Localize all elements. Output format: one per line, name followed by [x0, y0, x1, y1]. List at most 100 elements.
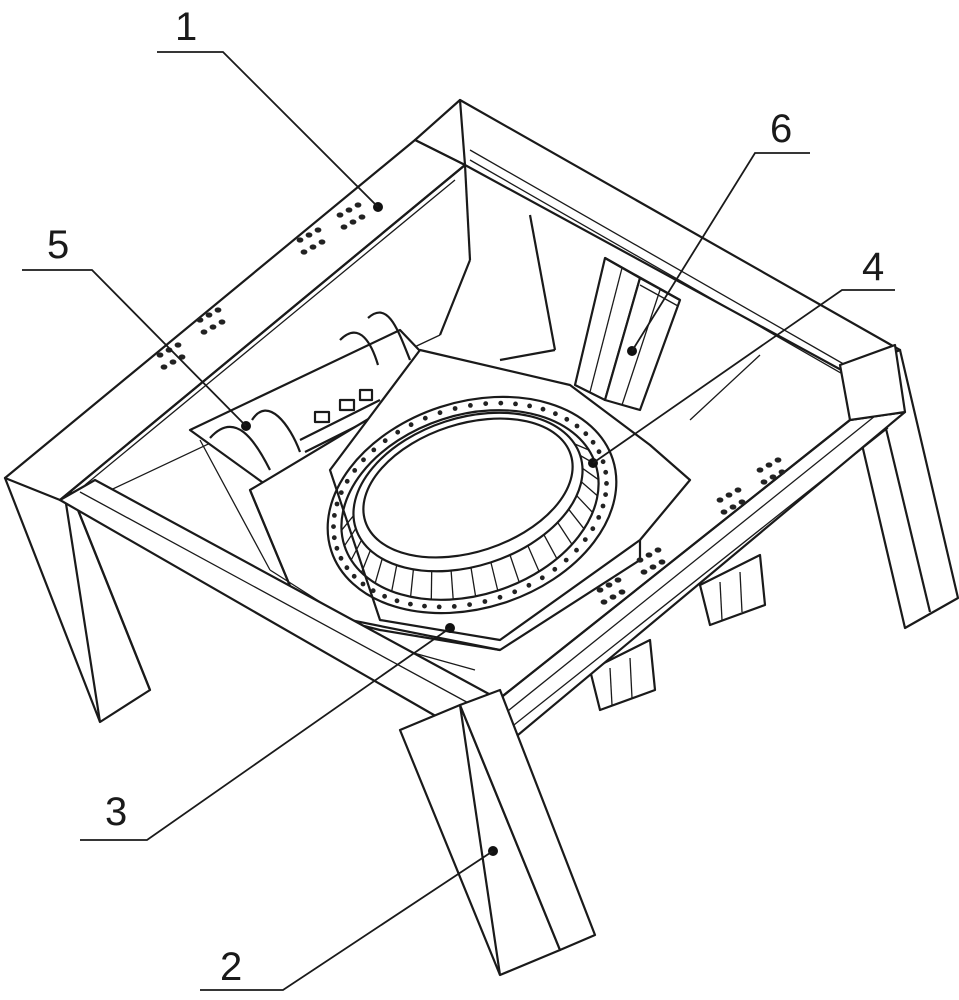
bolt-hole — [334, 545, 340, 551]
front-right-pillar — [838, 343, 907, 422]
bolt-hole — [452, 406, 458, 411]
beam-bolt-hole — [618, 589, 626, 595]
beam-bolt-hole — [734, 487, 742, 493]
bolt-hole — [512, 589, 518, 595]
bolt-hole — [526, 582, 532, 588]
beam-bolt-hole — [309, 244, 317, 250]
bolt-hole — [344, 478, 350, 484]
ring-rib — [374, 558, 383, 584]
front-leg-part-2 — [398, 688, 597, 977]
beam-bolt-hole — [725, 492, 733, 498]
bolt-hole — [497, 594, 503, 600]
beam-bolt-hole — [778, 469, 786, 475]
leader-1 — [157, 51, 379, 208]
beam-bolt-hole — [354, 202, 362, 208]
beam-bolt-hole — [318, 239, 326, 245]
bolt-hole — [483, 401, 489, 406]
beam-bolt-hole — [729, 504, 737, 510]
bearing-bolt-holes — [331, 400, 609, 610]
beam-bolt-hole — [296, 237, 304, 243]
ring-rib — [409, 569, 415, 597]
ring-rib — [557, 522, 573, 545]
beam-bolt-hole — [649, 564, 657, 570]
ring-rib — [527, 545, 540, 572]
bolt-hole — [408, 422, 414, 428]
leader-6 — [631, 152, 810, 352]
bolt-hole — [468, 403, 473, 408]
beam-bolt-hole — [305, 232, 313, 238]
ring-rib — [582, 467, 599, 481]
beam-bolt-hole — [160, 364, 168, 370]
bolt-hole — [338, 490, 344, 495]
bolt-hole — [422, 603, 427, 609]
beam-bolt-hole — [614, 577, 622, 583]
beam-bolt-hole — [169, 359, 177, 365]
bolt-hole — [332, 513, 337, 518]
back-right-beam — [458, 98, 902, 385]
callout-2: 2 — [220, 945, 242, 989]
beam-bolt-hole — [300, 249, 308, 255]
beam-bolt-hole — [358, 214, 366, 220]
bolt-hole — [590, 526, 596, 532]
back-left-beam — [3, 138, 467, 502]
ring-rib — [340, 515, 355, 531]
ring-rib — [450, 570, 454, 600]
callout-4: 4 — [862, 245, 884, 289]
bolt-hole — [498, 400, 504, 406]
beam-bolt-hole — [640, 569, 648, 575]
bolt-hole — [338, 555, 344, 561]
beam-bolt-hole — [209, 324, 217, 330]
bolt-hole — [344, 565, 350, 571]
bolt-hole — [408, 601, 413, 607]
bolt-hole — [331, 524, 336, 529]
bolt-hole — [527, 403, 532, 409]
beam-bolt-hole — [645, 552, 653, 558]
callout-5: 5 — [47, 223, 69, 267]
leader-2 — [200, 850, 494, 991]
bolt-hole — [553, 411, 558, 417]
upper-plate-part-4 — [326, 348, 692, 642]
bolt-hole — [540, 406, 546, 412]
beam-bolt-hole — [760, 479, 768, 485]
beam-bolt-hole — [636, 557, 644, 563]
beam-bolt-hole — [600, 599, 608, 605]
bolt-hole — [539, 575, 545, 581]
bolt-hole — [563, 557, 569, 563]
bolt-hole — [394, 598, 400, 604]
bolt-hole — [382, 593, 387, 599]
bolt-hole — [513, 401, 518, 407]
beam-bolt-hole — [156, 352, 164, 358]
callout-1: 1 — [175, 5, 197, 49]
beam-bolt-hole — [769, 474, 777, 480]
ring-rib — [576, 495, 594, 513]
ring-rib — [574, 443, 590, 451]
beam-bolt-hole — [340, 224, 348, 230]
bolt-hole — [370, 588, 376, 594]
front-mounting-blocks — [588, 553, 767, 712]
bolt-hole — [395, 429, 401, 435]
bolt-hole — [590, 439, 596, 445]
bolt-hole — [552, 566, 558, 572]
bolt-hole — [467, 602, 472, 607]
bolt-hole — [574, 547, 579, 553]
beam-bolt-hole — [196, 317, 204, 323]
leader-lines — [22, 51, 895, 991]
ring-rib — [543, 534, 558, 560]
ring-rib — [350, 539, 363, 561]
bolt-hole — [334, 501, 340, 507]
bolt-hole — [331, 535, 337, 541]
bolt-hole — [382, 438, 388, 444]
beam-bolt-hole — [349, 219, 357, 225]
bolt-hole — [596, 449, 602, 455]
bolt-hole — [482, 599, 488, 604]
beam-bolt-hole — [596, 587, 604, 593]
bolt-hole — [600, 503, 606, 509]
beam-bolt-hole — [765, 462, 773, 468]
bolt-hole — [451, 604, 457, 609]
beam-bolt-hole — [738, 499, 746, 505]
bolt-hole — [371, 447, 377, 453]
beam-bolt-hole — [756, 467, 764, 473]
beam-bolt-hole — [200, 329, 208, 335]
beam-bolt-holes — [156, 202, 786, 605]
bolt-hole — [596, 515, 602, 520]
